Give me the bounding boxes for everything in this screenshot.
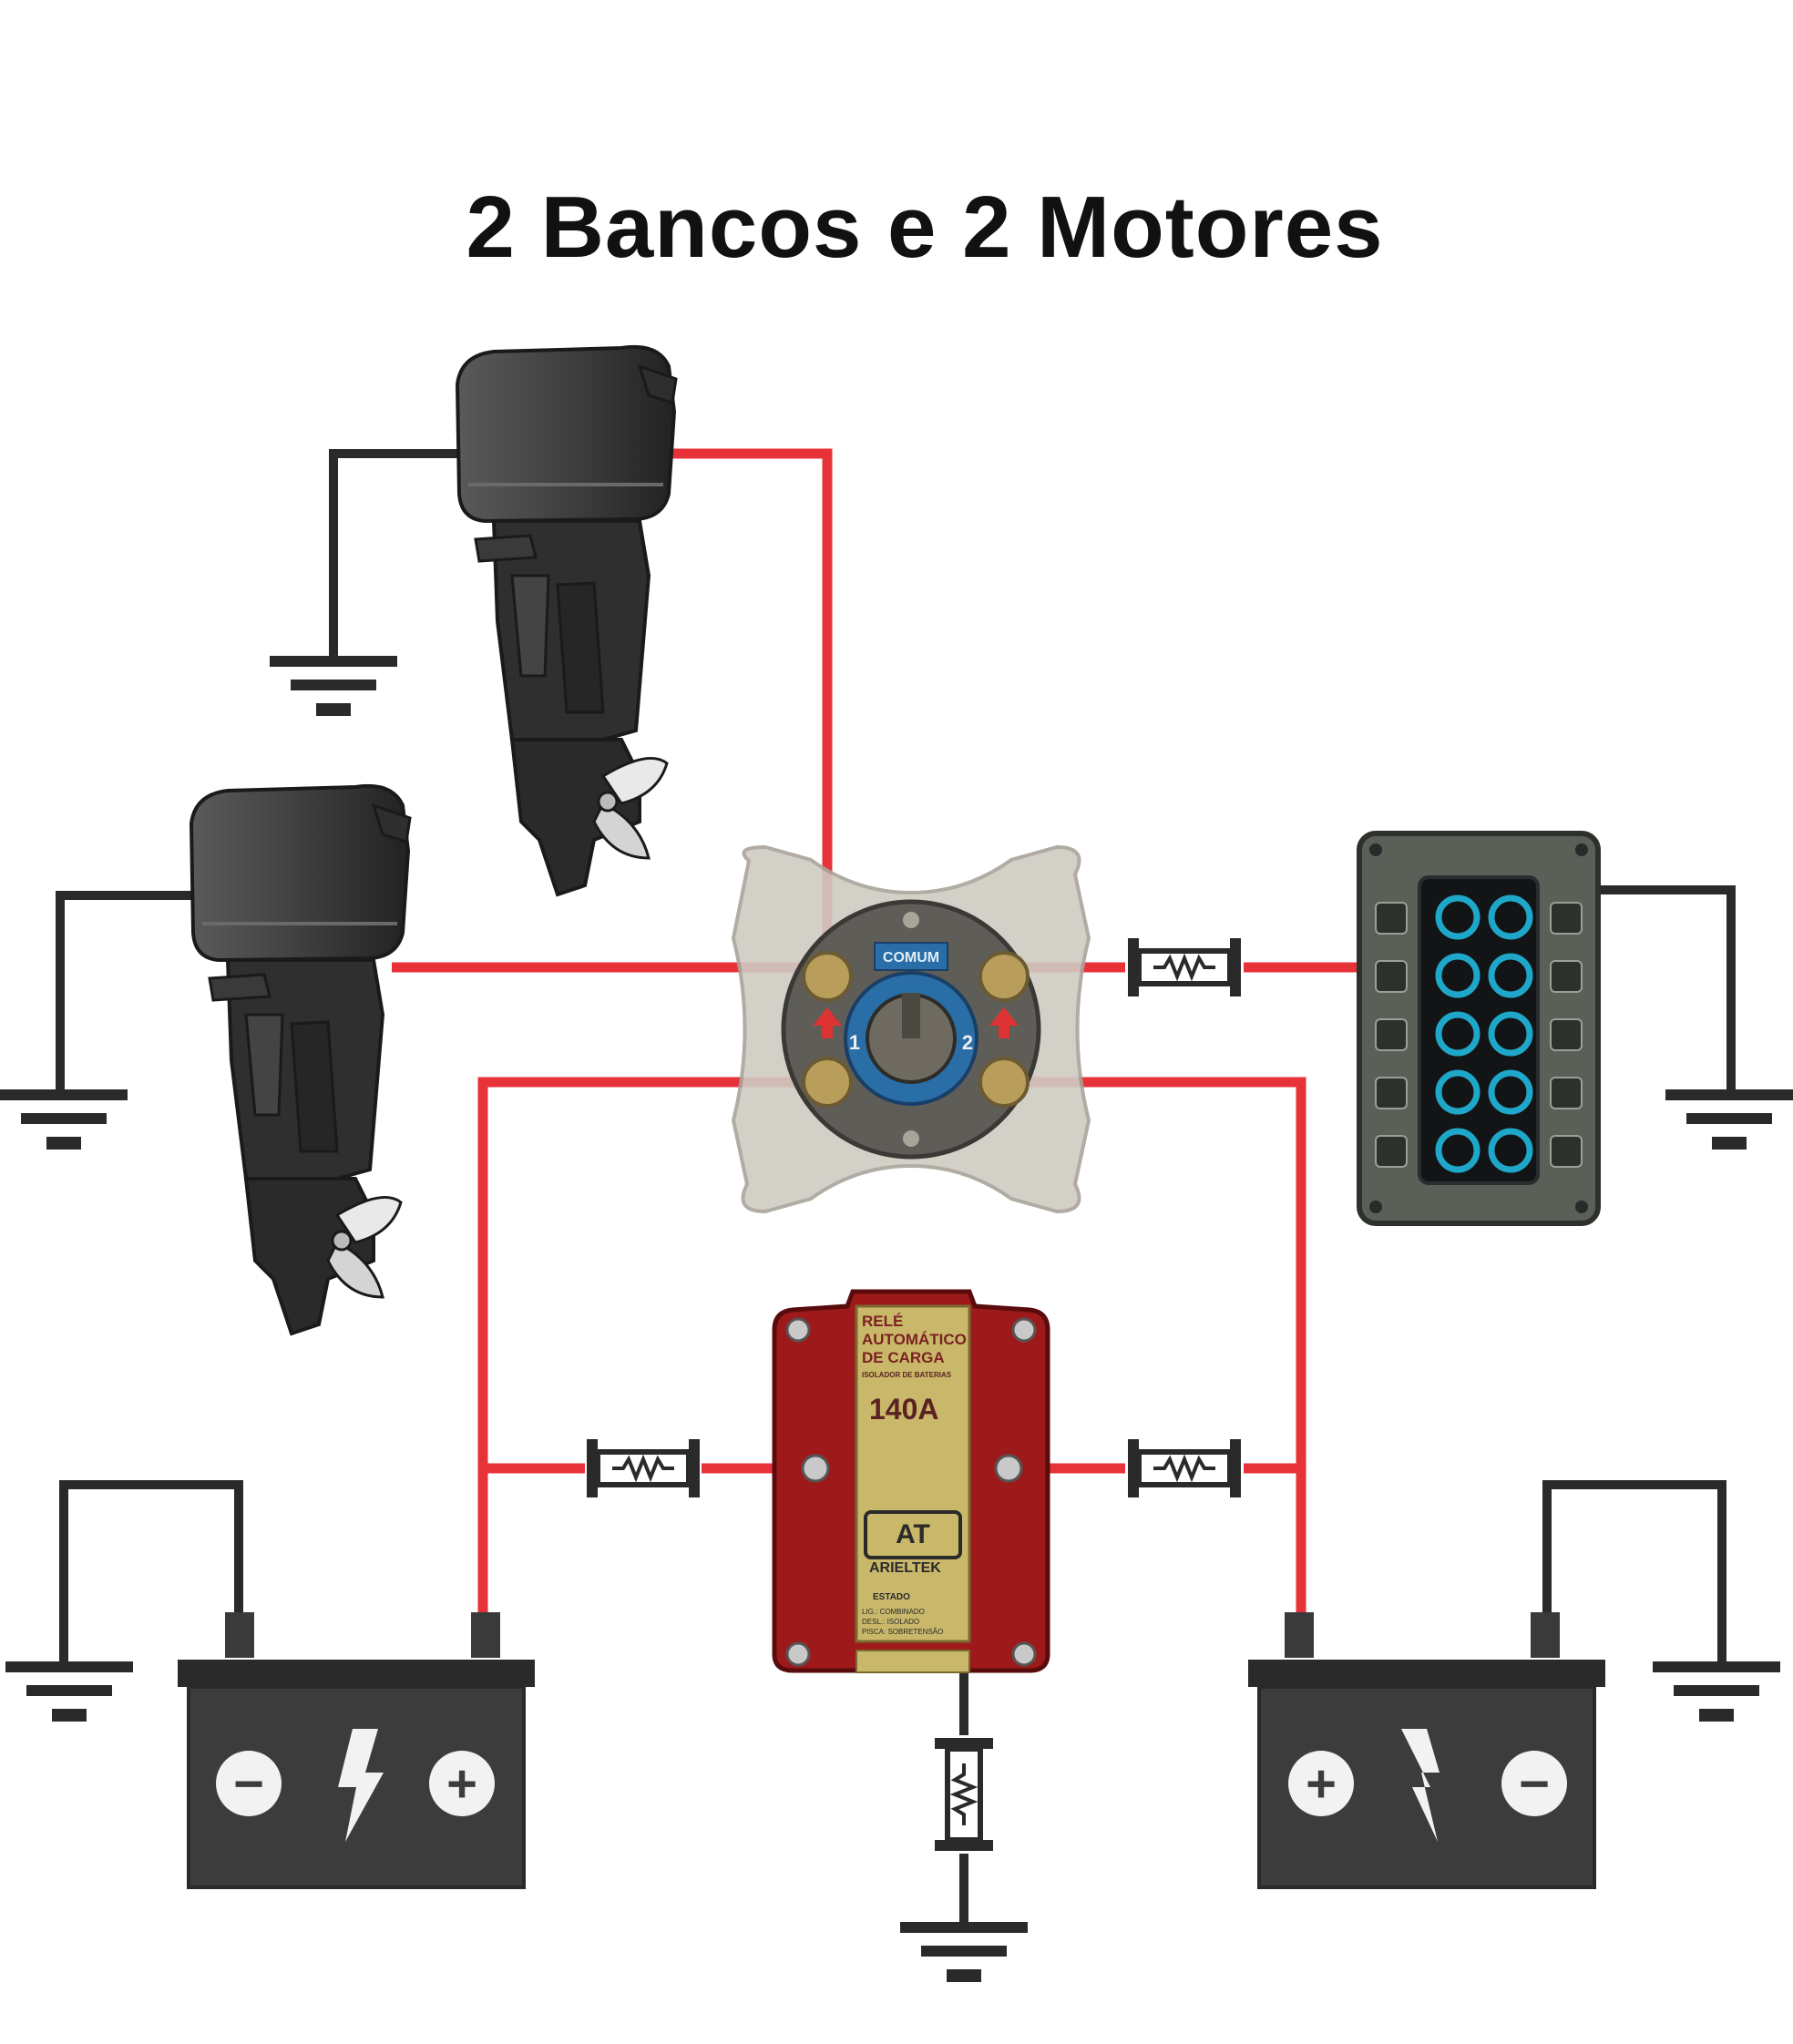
battery-switch: COMUM 1 2 [731,844,1091,1214]
ground-icon-panel [1665,1089,1793,1150]
relay-post-right [994,1454,1023,1483]
relay-status-1: LIG.: COMBINADO [862,1608,925,1616]
panel-switch-button [1488,1128,1533,1173]
panel-switch-button [1435,1011,1481,1057]
panel-function-icon [1550,960,1583,993]
battery-left-positive: + [446,1754,477,1814]
panel-function-icon [1375,960,1408,993]
switch-post-bank-2 [978,1057,1030,1108]
relay-title-2: AUTOMÁTICO [862,1331,967,1348]
relay-post-left [801,1454,830,1483]
panel-function-icon [1375,902,1408,935]
ground-wiring [56,449,1736,1924]
switch-post-bank-1 [802,1057,853,1108]
panel-function-icon [1375,1077,1408,1109]
lightning-icon-right [1401,1729,1440,1842]
battery-right: + − [1248,1612,1605,1889]
outboard-engine-2-icon [190,783,412,1335]
switch-dial-left: 1 [849,1031,860,1054]
battery-left-negative: − [233,1754,264,1814]
panel-switch-button [1488,1069,1533,1115]
battery-right-positive: + [1306,1754,1337,1814]
switch-dial-right: 2 [962,1031,973,1054]
panel-function-icon [1550,902,1583,935]
ground-icon-battery-left [5,1661,133,1722]
switch-post-common-left [802,951,853,1002]
lightning-icon-left [338,1729,384,1842]
relay-brand: ARIELTEK [869,1560,941,1576]
panel-function-icon [1375,1135,1408,1168]
panel-switch-button [1488,894,1533,940]
relay-title-3: DE CARGA [862,1349,945,1366]
relay-title-1: RELÉ [862,1313,903,1330]
panel-function-icon [1375,1018,1408,1051]
switch-panel [1357,831,1601,1226]
arrow-up-icon-right [989,1007,1019,1038]
panel-switch-button [1435,1128,1481,1173]
arrow-up-icon-left [813,1007,842,1038]
panel-switch-button [1435,953,1481,998]
panel-switch-button [1488,1011,1533,1057]
switch-post-common-right [978,951,1030,1002]
outboard-engine-1-icon [456,344,678,896]
ground-icon-battery-right [1653,1661,1780,1722]
relay-subtitle: ISOLADOR DE BATERIAS [862,1371,952,1379]
battery-right-negative: − [1519,1754,1550,1814]
battery-left: − + [178,1612,535,1889]
relay-logo-icon: AT [896,1519,930,1549]
panel-switch-button [1435,1069,1481,1115]
switch-badge: COMUM [883,950,939,966]
relay-status-3: PISCA: SOBRETENSÃO [862,1628,943,1636]
fuse-icon-relay-left [587,1439,700,1497]
relay-status-title: ESTADO [873,1592,910,1602]
ground-icon-relay [900,1922,1028,1982]
diagram-title: 2 Bancos e 2 Motores [466,179,1384,276]
panel-switch-button [1488,953,1533,998]
relay-status-2: DESL.: ISOLADO [862,1618,919,1626]
charge-relay: RELÉ AUTOMÁTICO DE CARGA ISOLADOR DE BAT… [772,1289,1050,1673]
panel-switch-button [1435,894,1481,940]
ground-icon-engine-1 [270,656,397,716]
relay-rating: 140A [869,1393,939,1426]
fuse-icon-relay-right [1128,1439,1241,1497]
ground-icon-engine-2 [0,1089,128,1150]
fuse-icon-panel [1128,938,1241,996]
fuse-icon-relay-ground [935,1738,993,1851]
panel-function-icon [1550,1077,1583,1109]
panel-function-icon [1550,1018,1583,1051]
panel-function-icon [1550,1135,1583,1168]
